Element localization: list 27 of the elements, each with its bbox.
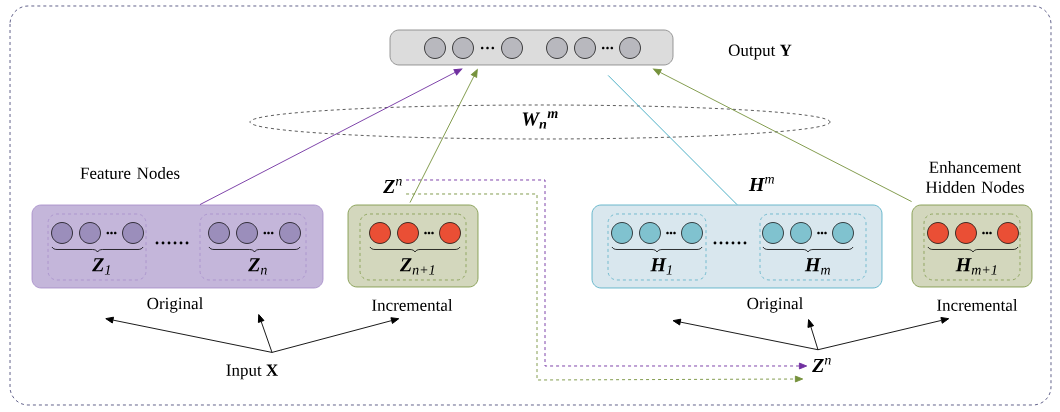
neuron-group: H$_{m}$ [759,213,867,281]
group-caption: Incremental [372,299,453,311]
input-label: Input X [226,364,278,380]
group-caption: Original [747,297,803,313]
group-caption: Original [147,297,203,313]
neuron-group: Z$_{n+1}$ [359,213,467,281]
group-heading: Feature Nodes [80,167,180,179]
neuron-group: Z$_{n}$ [199,213,307,281]
arrow [807,319,819,351]
neuron-group: H$_{1}$ [607,213,707,281]
math-label: Z$^{n}$ [812,357,831,373]
arrow [105,316,273,353]
arrow [672,318,819,351]
arrow [653,68,913,203]
arrow [409,69,478,204]
neuron-group: Z$_{1}$ [47,213,147,281]
arrow [271,317,400,353]
edge-label: H$^{m}$ [747,175,777,193]
arrow [257,314,273,353]
math-label: W$_{n}$m [522,111,558,129]
group-caption: Incremental [937,299,1018,311]
neuron-group: H$_{m+1}$ [923,213,1021,281]
arrow [817,317,950,351]
arrow [199,68,463,206]
group-heading: Enhancement Hidden Nodes [925,161,1024,193]
math-label: Z$^{n}$ [383,178,402,194]
output-label: Output Y [728,44,792,60]
